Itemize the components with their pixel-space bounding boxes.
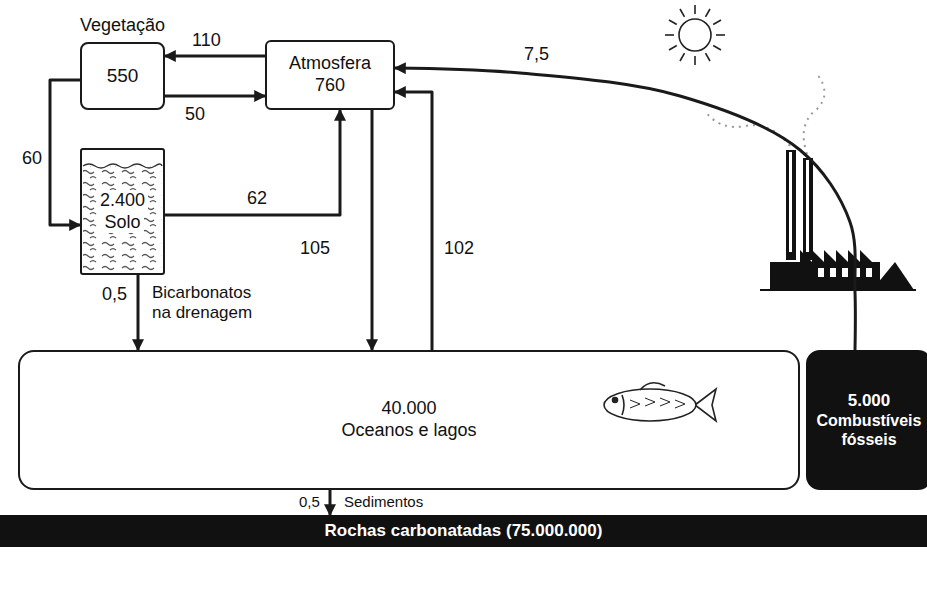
sun-disc	[679, 19, 711, 51]
fish-scales	[630, 398, 685, 408]
sun-ray	[706, 53, 711, 61]
flux-arrow	[371, 110, 374, 350]
chimney-stripe	[806, 160, 809, 252]
flux-value: 0,5	[297, 493, 322, 511]
pool-box: Vegetação550	[80, 42, 165, 110]
fish-gill	[622, 395, 624, 415]
flux-value: 60	[20, 148, 44, 170]
soil-surface	[83, 164, 162, 168]
sun-ray	[669, 20, 677, 25]
factory-window	[830, 268, 836, 277]
pool-box: Atmosfera760	[265, 40, 395, 110]
factory-window	[842, 268, 848, 277]
sun-ray	[680, 9, 685, 17]
pool-amount: 760	[315, 75, 345, 97]
pool-name: Solo	[101, 212, 143, 234]
pool-band: Rochas carbonatadas (75.000.000)	[0, 515, 927, 547]
flux-arrow	[395, 68, 855, 350]
pool-name: Vegetação	[80, 15, 161, 37]
fish-icon	[604, 383, 716, 421]
sun-icon	[665, 5, 725, 65]
pool-amount: 5.000	[848, 391, 891, 411]
fish-fin	[640, 383, 665, 390]
pool-box: 5.000Combustíveis fósseis	[806, 350, 927, 490]
factory-window	[818, 268, 824, 277]
chimney-stripe	[789, 152, 792, 252]
sun-ray	[665, 34, 674, 36]
pool-name: Combustíveis fósseis	[808, 411, 927, 449]
flux-value: 110	[190, 30, 223, 52]
pool-amount: 40.000	[381, 398, 436, 420]
coal-pile	[872, 262, 914, 290]
fish-eye	[613, 398, 618, 403]
soil-fill	[83, 166, 162, 272]
sun-ray	[669, 46, 677, 51]
pool-name: Atmosfera	[289, 53, 371, 75]
flux-value: 0,5	[100, 284, 129, 306]
smoke-trail	[705, 111, 790, 146]
process-label: Bicarbonatos na drenagem	[150, 283, 266, 324]
flux-value: 62	[245, 188, 269, 210]
flux-value: 102	[442, 238, 476, 260]
flux-arrow	[165, 95, 265, 98]
factory-window	[866, 268, 872, 277]
flux-value: 105	[298, 238, 332, 260]
flux-arrow	[165, 55, 265, 58]
sun-ray	[706, 9, 711, 17]
flux-arrow	[395, 92, 432, 350]
flux-arrow	[137, 275, 140, 350]
fish-tail	[695, 389, 716, 421]
soil-texture	[83, 164, 162, 272]
pool-name: Rochas carbonatadas (75.000.000)	[325, 521, 603, 541]
chimney	[803, 158, 813, 260]
factory-building	[770, 250, 880, 290]
pool-amount: 550	[107, 65, 139, 88]
fish-body	[604, 389, 696, 421]
pool-amount: 2.400	[97, 190, 148, 212]
flux-arrow	[329, 490, 332, 515]
flux-value: 7,5	[522, 44, 551, 66]
smoke-trail	[804, 74, 825, 154]
chimney	[786, 150, 796, 260]
sun-ray	[713, 46, 721, 51]
flux-arrow	[165, 110, 340, 215]
sun-ray	[694, 5, 696, 14]
pool-name: Oceanos e lagos	[341, 420, 476, 442]
sun-ray	[694, 56, 696, 65]
sun-ray	[716, 34, 725, 36]
sun-ray	[713, 20, 721, 25]
pool-box: 40.000Oceanos e lagos	[18, 350, 800, 490]
process-label: Sedimentos	[342, 493, 425, 511]
pool-box: 2.400Solo	[80, 148, 165, 275]
ground-line	[760, 289, 916, 291]
flux-arrow	[50, 80, 80, 225]
factory-icon	[705, 74, 916, 290]
sun-ray	[680, 53, 685, 61]
flux-value: 50	[183, 104, 207, 126]
